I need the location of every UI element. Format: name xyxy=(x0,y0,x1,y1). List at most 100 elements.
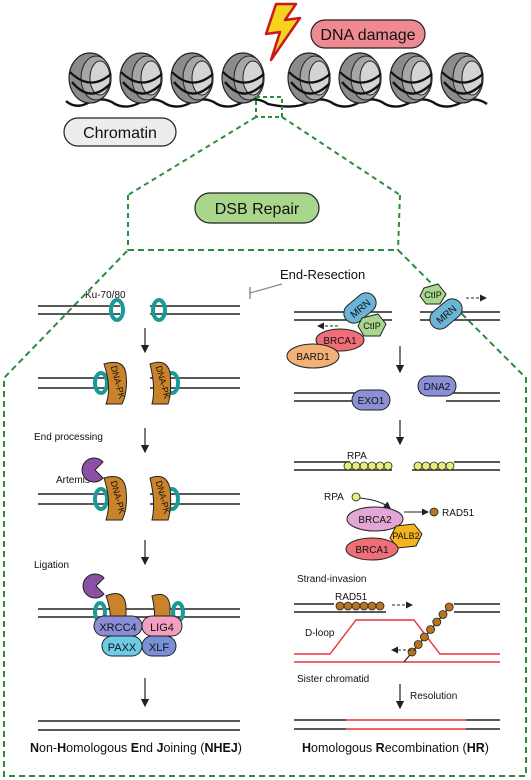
end-resection-label: End-Resection xyxy=(280,267,365,282)
ku-ring-right xyxy=(151,298,167,322)
zoom-connector-left xyxy=(127,116,257,196)
brca2-label: BRCA2 xyxy=(358,515,392,526)
ligation-label: Ligation xyxy=(34,560,69,571)
artemis-shape-2 xyxy=(82,573,105,599)
bard1-protein: BARD1 xyxy=(286,343,340,369)
exo1-protein: EXO1 xyxy=(351,389,391,411)
hr-title: Homologous Recombination (HR) xyxy=(302,741,489,755)
lig4-protein: LIG4 xyxy=(141,615,183,637)
zoom-box xyxy=(255,96,283,118)
rpa-bead xyxy=(383,461,393,471)
rpa-label-2: RPA xyxy=(324,492,344,503)
ku-label: Ku-70/80 xyxy=(85,290,126,301)
panel-connector-right xyxy=(397,194,401,251)
rpa-bead xyxy=(437,461,447,471)
rad51-bead xyxy=(438,610,448,619)
brca1-protein-2: BRCA1 xyxy=(345,537,399,561)
nhej-step4-dna xyxy=(38,608,240,618)
palb2-label: PALB2 xyxy=(392,531,419,541)
bard1-label: BARD1 xyxy=(296,352,330,363)
rad51-bead xyxy=(351,601,361,611)
ctip-right-label: CtIP xyxy=(424,290,442,300)
ku-ring-left-2 xyxy=(93,371,109,395)
rpa-exchange-arrow xyxy=(359,497,391,509)
nucleosome xyxy=(221,52,265,104)
xrcc4-protein: XRCC4 xyxy=(93,615,143,637)
rpa-bead xyxy=(413,461,423,471)
rad51-label-1: RAD51 xyxy=(442,508,475,519)
paxx-label: PAXX xyxy=(108,642,137,654)
rad51-bead xyxy=(407,647,417,657)
xlf-protein: XLF xyxy=(141,635,177,657)
mrn-left: MRN xyxy=(343,292,377,324)
rpa-bead xyxy=(429,461,439,471)
nucleosome xyxy=(338,52,382,104)
palb2-protein: PALB2 xyxy=(389,523,423,549)
rad51-bead xyxy=(359,601,369,611)
dsb-repair-badge: DSB Repair xyxy=(194,192,320,224)
brca2-protein: BRCA2 xyxy=(346,506,404,532)
brca1-label: BRCA1 xyxy=(323,336,357,347)
artemis-label: Artemis xyxy=(56,475,90,486)
hr-step2-dna xyxy=(294,392,500,402)
rad51-bead xyxy=(426,625,436,634)
inhibition-line xyxy=(249,283,283,294)
dnapk-left-3: DNA-PK xyxy=(103,476,127,521)
paxx-protein: PAXX xyxy=(101,635,143,657)
sister-chromatid-label: Sister chromatid xyxy=(297,674,369,685)
zoom-connector-right xyxy=(281,116,401,196)
nucleosome xyxy=(170,52,214,104)
rad51-bead xyxy=(335,601,345,611)
dna2-protein: DNA2 xyxy=(417,375,457,397)
rad51-bead xyxy=(413,640,423,649)
rpa-bead xyxy=(375,461,385,471)
brca1-protein: BRCA1 xyxy=(315,328,365,352)
rpa-beads-left xyxy=(343,461,393,471)
nucleosome xyxy=(287,52,331,104)
mrn-right: MRN xyxy=(429,298,463,330)
hr-step5-dna xyxy=(294,603,500,613)
ku-ring-left-3 xyxy=(93,487,109,511)
dna-damage-badge: DNA damage xyxy=(310,19,426,49)
artemis-shape xyxy=(81,457,104,483)
rpa-bead xyxy=(359,461,369,471)
invading-strand xyxy=(403,602,454,663)
end-processing-label: End processing xyxy=(34,432,103,443)
nucleosome xyxy=(389,52,433,104)
nhej-repaired-dna xyxy=(38,720,240,731)
dloop-structure xyxy=(294,619,500,663)
dsb-repair-label: DSB Repair xyxy=(215,201,300,218)
nhej-step3-dna xyxy=(38,493,240,505)
brca1-label-2: BRCA1 xyxy=(355,545,389,556)
ku-ring-left xyxy=(109,298,125,322)
lightning-bolt-icon xyxy=(264,2,302,62)
rpa-bead xyxy=(351,461,361,471)
nucleosome xyxy=(119,52,163,104)
hr-repaired-dna xyxy=(294,719,500,730)
resolution-label: Resolution xyxy=(410,691,457,702)
lig4-label: LIG4 xyxy=(150,622,174,634)
nucleosome xyxy=(440,52,484,104)
rpa-bead xyxy=(343,461,353,471)
chromatin-label: Chromatin xyxy=(83,125,157,142)
chromatin-fiber xyxy=(65,52,488,108)
dnapk-left: DNA-PK xyxy=(103,361,127,405)
rad51-bead xyxy=(419,632,429,642)
rpa-bead-free xyxy=(351,492,361,502)
strand-invasion-label: Strand-invasion xyxy=(297,574,366,585)
hr-step3-dna xyxy=(294,461,500,471)
rpa-label: RPA xyxy=(347,451,367,462)
rad51-bead xyxy=(375,601,385,611)
ctip-right: CtIP xyxy=(419,283,447,305)
dnapk-right-3: DNA-PK xyxy=(149,475,172,521)
dloop-label: D-loop xyxy=(305,628,335,639)
rpa-bead xyxy=(445,461,455,471)
rad51-filament xyxy=(335,601,385,611)
dnapk-right: DNA-PK xyxy=(149,361,172,405)
rad51-label-2: RAD51 xyxy=(335,592,368,603)
xrcc4-label: XRCC4 xyxy=(99,622,136,634)
chromatin-badge: Chromatin xyxy=(63,117,177,147)
rpa-beads-right xyxy=(413,461,455,471)
dna-damage-label: DNA damage xyxy=(320,27,415,44)
